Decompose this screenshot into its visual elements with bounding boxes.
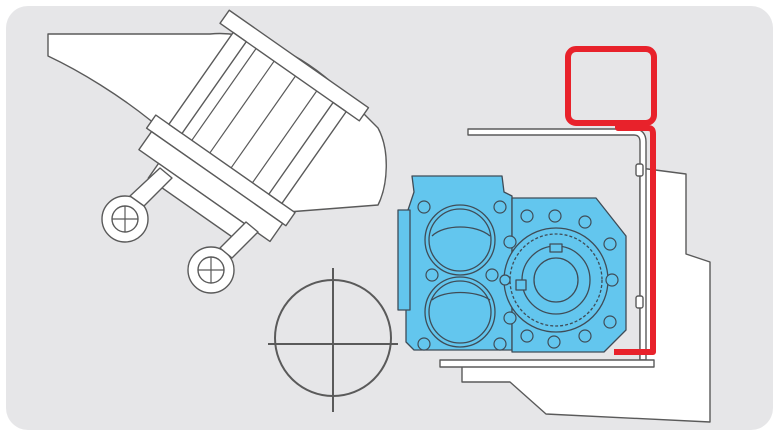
gearbox-motor [397,175,627,353]
mounting-base [439,128,711,423]
highlighted-cable-path [565,46,657,355]
highlight-cable [614,123,656,355]
wheel-right [187,221,259,294]
trolley-assembly [47,9,387,294]
carriage-frame [138,9,370,244]
bottom-rail [439,359,655,368]
housing-bolts [417,200,619,351]
highlight-box [565,46,657,126]
crosshair-icon [268,268,398,412]
wheel-left [101,167,173,243]
